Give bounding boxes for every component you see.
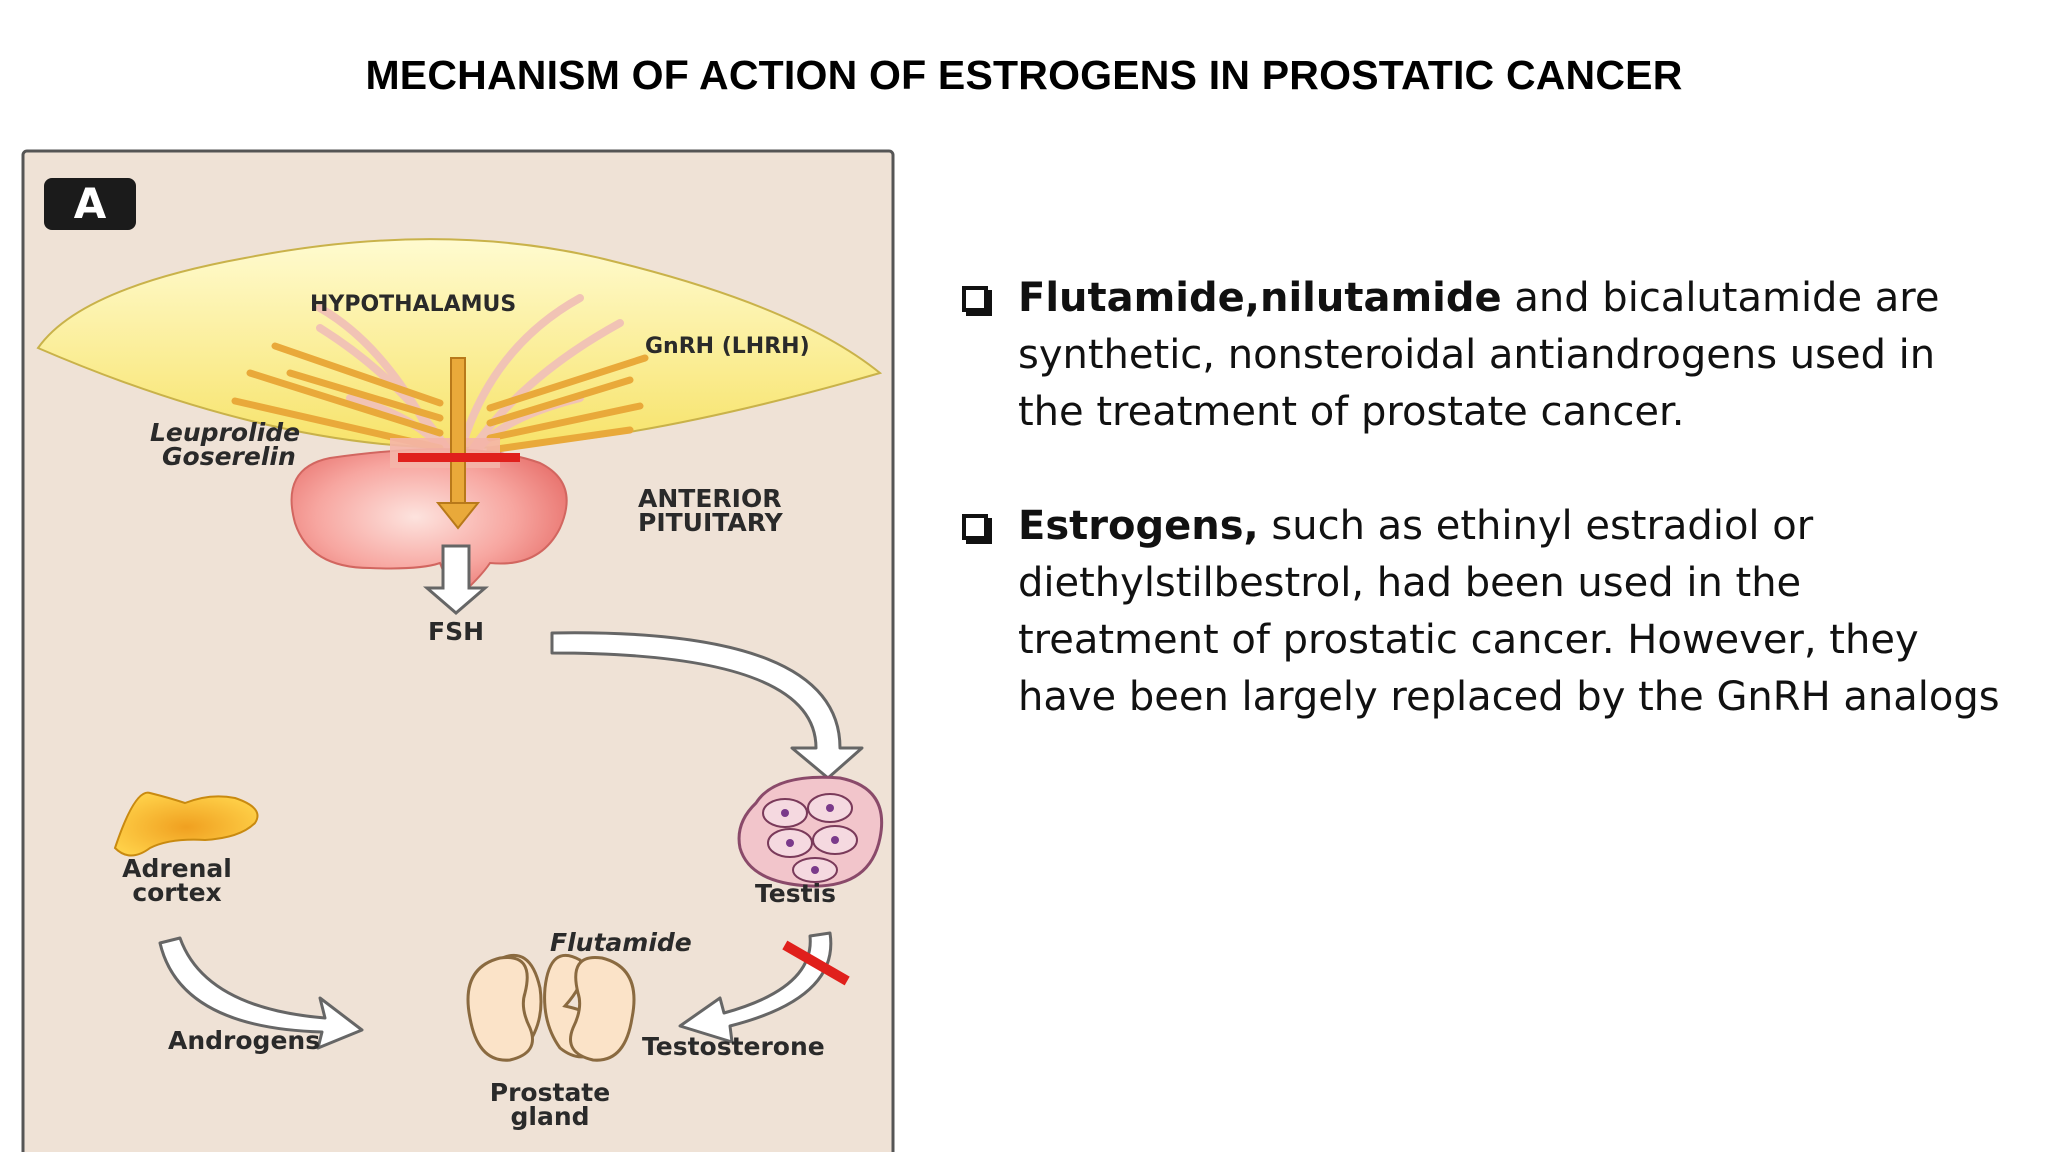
fsh-label: FSH (428, 617, 485, 646)
bullet-item: Estrogens, such as ethinyl estradiol or … (958, 498, 2038, 726)
testis-label: Testis (755, 879, 836, 908)
bullet-item: Flutamide,nilutamide and bicalutamide ar… (958, 270, 2038, 441)
gland-label: gland (510, 1102, 590, 1131)
gnrh-fibers (231, 342, 649, 454)
testis-drawing (737, 775, 884, 888)
anterior-label: ANTERIOR (638, 484, 782, 513)
bullet-list: Flutamide,nilutamide and bicalutamide ar… (958, 270, 2038, 783)
prostate-label: Prostate (489, 1078, 611, 1107)
gnrh-arrow-shaft (450, 357, 466, 509)
flutamide-block-bar (782, 940, 850, 986)
goserelin-label: Goserelin (162, 442, 296, 471)
hypothalamus-label: HYPOTHALAMUS (310, 292, 517, 317)
leuprolide-block-bar (398, 453, 520, 462)
testosterone-label: Testosterone (642, 1032, 825, 1061)
fsh-arrow (422, 544, 490, 615)
panel-label: A (44, 178, 136, 230)
pituitary-label: PITUITARY (638, 508, 783, 537)
adrenal-label: Adrenal (122, 854, 232, 883)
slide-title: MECHANISM OF ACTION OF ESTROGENS IN PROS… (365, 52, 1683, 98)
testosterone-arrow (678, 931, 833, 1044)
bullet-bold-term: Estrogens, (1018, 503, 1259, 549)
cortex-label: cortex (132, 878, 222, 907)
leuprolide-label: Leuprolide (150, 418, 301, 447)
bullet-line: have been largely replaced by the GnRH a… (1018, 674, 2000, 720)
gnrh-arrow-head (435, 502, 481, 530)
androgens-arrow (158, 936, 364, 1050)
bullet-line: Flutamide,nilutamide and bicalutamide ar… (1018, 270, 2038, 327)
prostate-right-lobe (569, 955, 636, 1062)
bullet-line: Estrogens, such as ethinyl estradiol or (1018, 498, 2038, 555)
gnrh-label: GnRH (LHRH) (645, 334, 810, 359)
adrenal-cortex-drawing (113, 791, 259, 857)
mechanism-figure: A HYPOTHALAMUS GnRH (LHRH) Leuprolide Go… (20, 148, 898, 1152)
checkbox-bullet-icon (962, 286, 988, 312)
prostate-left-lobe (466, 955, 534, 1062)
bullet-line: diethylstilbestrol, had been used in the (1018, 560, 1802, 606)
checkbox-bullet-icon (962, 514, 988, 540)
hypothalamus-shape (36, 238, 883, 450)
bullet-line: the treatment of prostate cancer. (1018, 389, 1685, 435)
flutamide-label: Flutamide (550, 928, 692, 957)
bullet-line: treatment of prostatic cancer. However, … (1018, 617, 1919, 663)
figure-drawing (21, 149, 895, 1152)
bullet-text: and bicalutamide are (1501, 275, 1940, 321)
bullet-text: such as ethinyl estradiol or (1258, 503, 1814, 549)
bullet-line: synthetic, nonsteroidal antiandrogens us… (1018, 332, 1936, 378)
androgens-label: Androgens (168, 1026, 321, 1055)
bullet-bold-term: Flutamide,nilutamide (1018, 275, 1502, 321)
